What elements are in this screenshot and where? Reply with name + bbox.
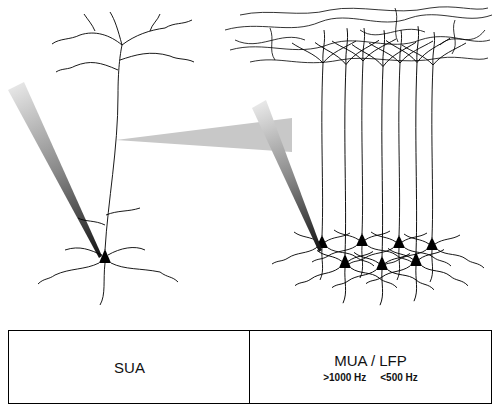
- frequency-row: >1000 Hz <500 Hz: [323, 372, 418, 383]
- signal-cell: SUA: [8, 330, 251, 404]
- signal-label: SUA: [114, 359, 145, 376]
- signal-label: MUA / LFP: [334, 352, 407, 369]
- frequency-label: <500 Hz: [380, 372, 418, 383]
- frequency-label: >1000 Hz: [323, 372, 366, 383]
- signal-cell: MUA / LFP >1000 Hz <500 Hz: [249, 330, 492, 404]
